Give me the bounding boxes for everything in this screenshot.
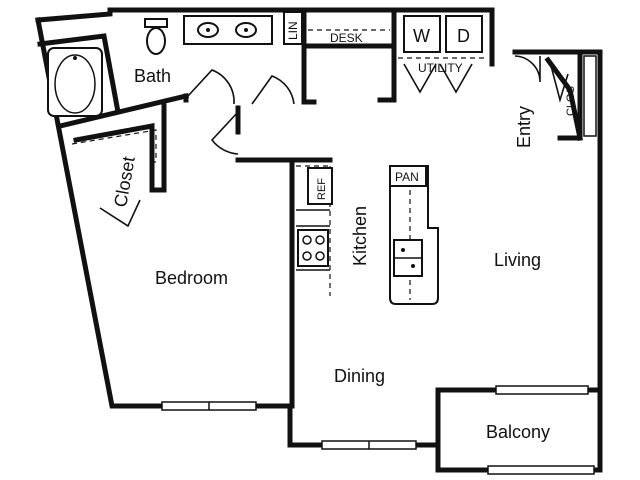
bathtub — [47, 47, 103, 117]
label-washer: W — [413, 26, 430, 46]
entry-side-window — [583, 55, 597, 137]
pantry — [389, 165, 427, 187]
refrigerator — [307, 167, 333, 205]
utility-area — [283, 11, 488, 59]
utility-door-icon — [403, 63, 437, 94]
closet-shelving — [71, 129, 157, 163]
washer — [403, 15, 441, 53]
kitchen-island — [389, 165, 439, 305]
closet-door-icon — [99, 199, 141, 228]
label-kitchen: Kitchen — [350, 206, 370, 266]
windows — [161, 55, 597, 475]
label-desk: DESK — [330, 31, 363, 45]
bedroom-door-icon — [210, 111, 239, 155]
label-ref: REF — [316, 178, 328, 200]
room-labels: Bath Closet Bedroom Kitchen Living Dinin… — [110, 66, 550, 442]
label-lin: LIN — [286, 21, 300, 40]
label-bath: Bath — [134, 66, 171, 86]
clos-door-icon — [549, 61, 569, 103]
fixture-labels: LIN DESK W D UTILITY CLOS REF PAN — [286, 21, 577, 200]
label-utility: UTILITY — [418, 61, 463, 75]
living-window — [495, 385, 589, 395]
label-clos: CLOS — [565, 86, 577, 116]
bath-door-icon — [187, 69, 235, 105]
burner-icon — [302, 235, 312, 245]
label-balcony: Balcony — [486, 422, 550, 442]
label-dryer: D — [457, 26, 470, 46]
exterior-walls — [35, 7, 603, 448]
range — [297, 229, 329, 267]
label-living: Living — [494, 250, 541, 270]
tub-basin-icon — [54, 54, 96, 114]
toilet-bowl-icon — [146, 27, 166, 55]
label-pan: PAN — [395, 170, 419, 184]
entry-door-icon — [514, 55, 541, 83]
toilet-tank-icon — [144, 18, 168, 28]
bath-fixtures — [47, 15, 273, 117]
dryer — [445, 15, 483, 53]
balcony-window — [487, 465, 595, 475]
linen-closet — [283, 11, 303, 45]
label-bedroom: Bedroom — [155, 268, 228, 288]
doors — [99, 55, 569, 228]
kitchen-counters — [296, 165, 333, 296]
label-dining: Dining — [334, 366, 385, 386]
label-closet: Closet — [110, 155, 139, 209]
label-entry: Entry — [514, 106, 534, 148]
